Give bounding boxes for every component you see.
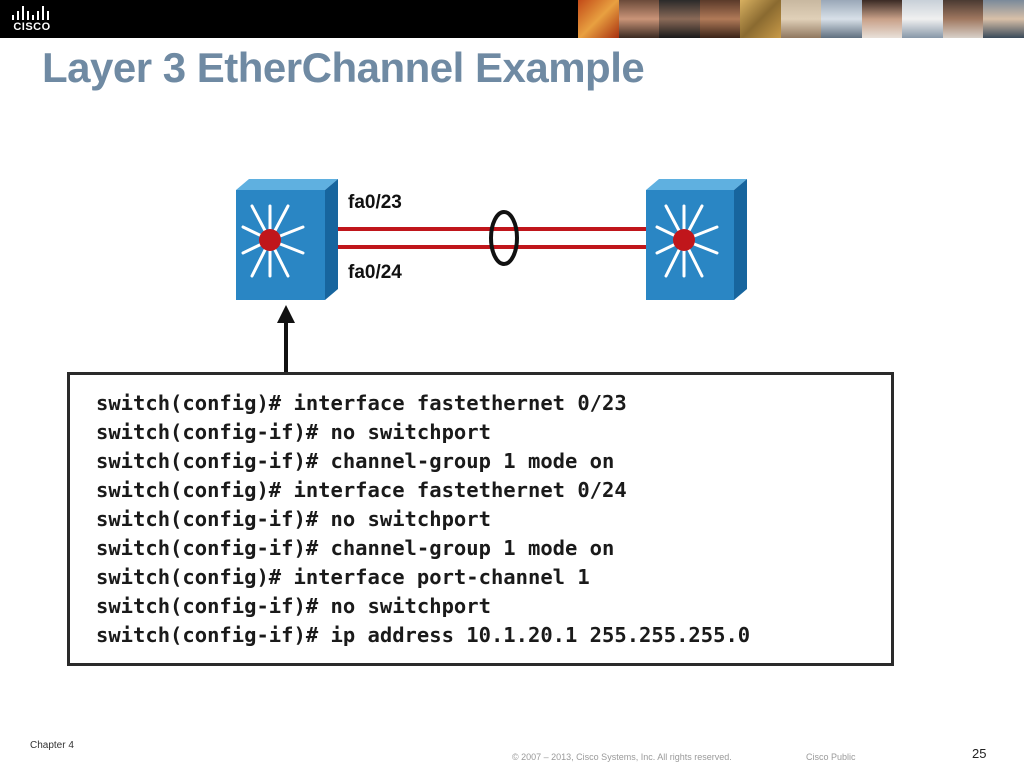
classification-label: Cisco Public [806, 752, 856, 762]
config-line: switch(config-if)# no switchport [96, 420, 491, 444]
copyright-text: © 2007 – 2013, Cisco Systems, Inc. All r… [512, 752, 732, 762]
config-line: switch(config)# interface fastethernet 0… [96, 478, 627, 502]
etherchannel-bundle-ellipse [489, 210, 519, 266]
page-number: 25 [972, 746, 987, 761]
arrow-up-icon [277, 305, 295, 374]
config-line: switch(config-if)# no switchport [96, 507, 491, 531]
interface-label-fa0-24: fa0/24 [348, 262, 402, 283]
interface-label-fa0-23: fa0/23 [348, 192, 402, 213]
config-line: switch(config-if)# channel-group 1 mode … [96, 449, 615, 473]
config-line: switch(config-if)# channel-group 1 mode … [96, 536, 615, 560]
multilayer-switch-icon [236, 179, 338, 300]
config-line: switch(config)# interface port-channel 1 [96, 565, 590, 589]
logo-wordmark: CISCO [13, 21, 51, 33]
config-line: switch(config-if)# no switchport [96, 594, 491, 618]
cisco-bars-icon [12, 6, 52, 20]
header-bar: CISCO [0, 0, 1024, 38]
chapter-label: Chapter 4 [30, 740, 74, 751]
header-photo-strip [578, 0, 1024, 38]
multilayer-switch-icon [646, 179, 747, 300]
slide-title: Layer 3 EtherChannel Example [42, 44, 645, 91]
config-box: switch(config)# interface fastethernet 0… [67, 372, 894, 666]
config-line: switch(config-if)# ip address 10.1.20.1 … [96, 623, 751, 647]
config-line: switch(config)# interface fastethernet 0… [96, 391, 627, 415]
cisco-logo: CISCO [4, 2, 60, 36]
